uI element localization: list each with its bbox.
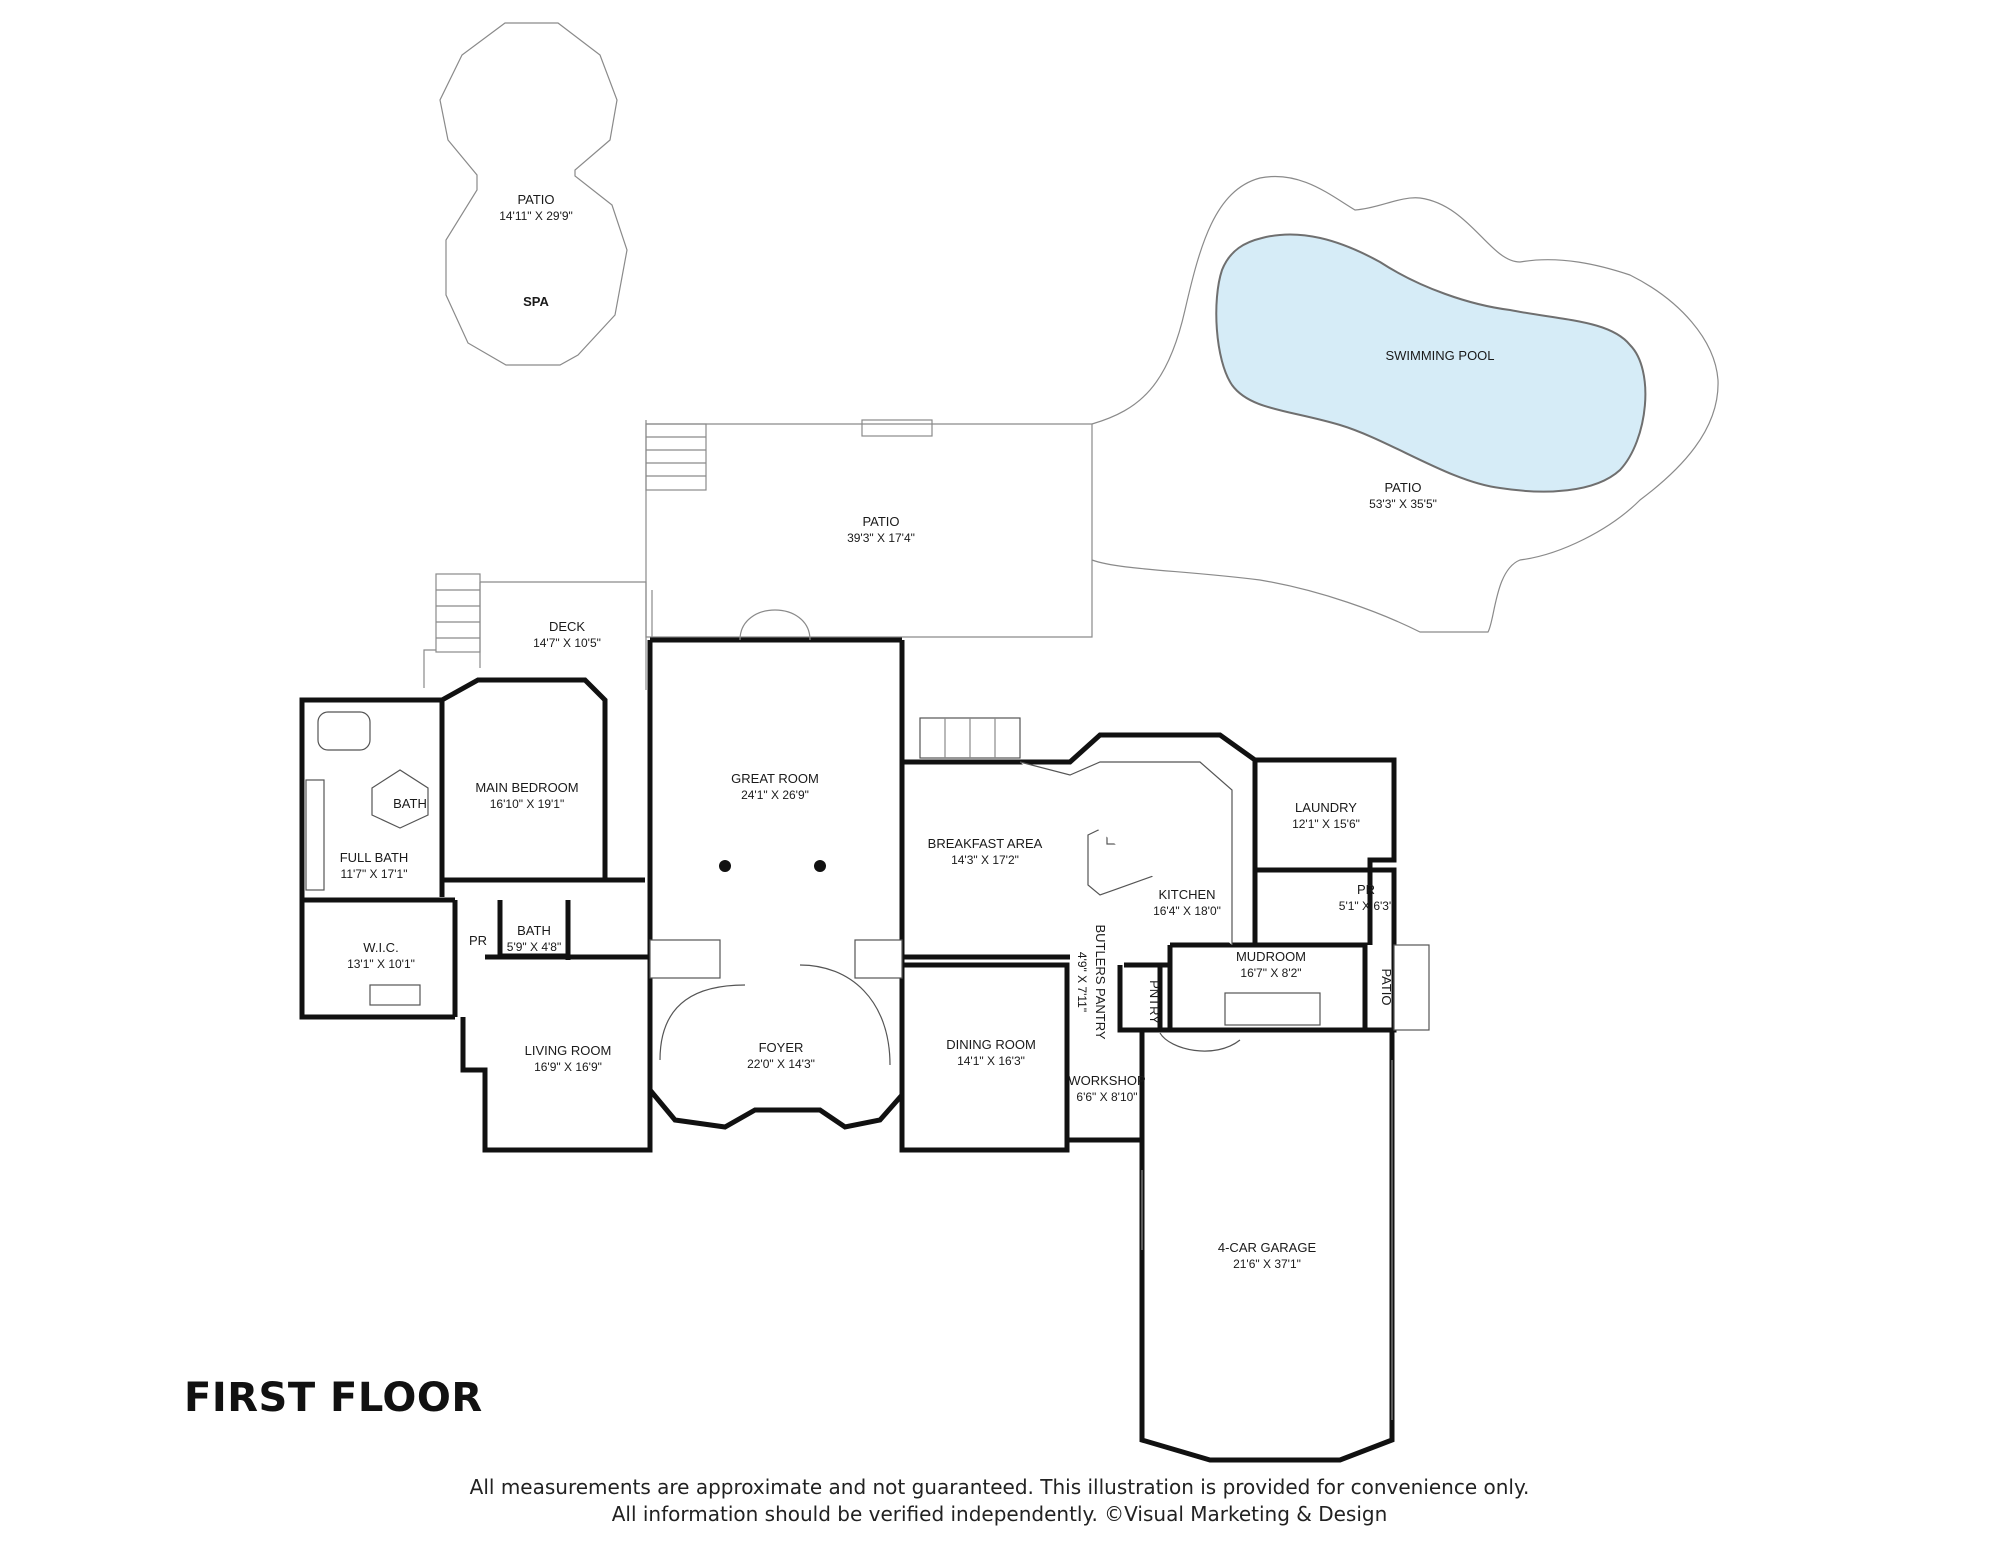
- dims-workshop: 6'6" X 8'10": [1076, 1090, 1137, 1104]
- label-workshop: WORKSHOP: [1068, 1073, 1145, 1088]
- dims-patio-main: 39'3" X 17'4": [847, 531, 915, 545]
- label-mudroom: MUDROOM: [1236, 949, 1306, 964]
- disclaimer-line-1: All measurements are approximate and not…: [469, 1475, 1530, 1499]
- label-kitchen: KITCHEN: [1158, 887, 1215, 902]
- outdoor-areas: [423, 22, 1719, 690]
- bathtub: [317, 711, 371, 751]
- walls: [299, 637, 1397, 1463]
- deck-outline: [480, 581, 647, 690]
- floor-title: FIRST FLOOR: [184, 1375, 483, 1421]
- label-laundry: LAUNDRY: [1295, 800, 1357, 815]
- label-bath-small: BATH: [517, 923, 551, 938]
- label-patio-pool: PATIO: [1384, 480, 1421, 495]
- closet-bench: [369, 984, 421, 1006]
- label-full-bath: FULL BATH: [340, 850, 409, 865]
- dims-butlers-pantry: 4'9" X 7'11": [1075, 952, 1089, 1012]
- dims-pr-right: 5'1" X 6'3": [1339, 899, 1393, 913]
- label-living-room: LIVING ROOM: [525, 1043, 612, 1058]
- dims-patio-spa: 14'11" X 29'9": [499, 209, 573, 223]
- dims-full-bath: 11'7" X 17'1": [341, 867, 408, 881]
- mudroom-bench: [1224, 992, 1321, 1026]
- vanity-left: [305, 779, 325, 891]
- side-patio-step: [1393, 944, 1430, 1031]
- label-patio-side: PATIO: [1379, 968, 1394, 1005]
- dims-kitchen: 16'4" X 18'0": [1153, 904, 1221, 918]
- interior-details: [305, 609, 1430, 1420]
- room-labels: PATIO 14'11" X 29'9" SPA SWIMMING POOL P…: [340, 192, 1495, 1271]
- stair-foyer-right: [854, 939, 903, 979]
- label-wic: W.I.C.: [363, 940, 398, 955]
- stair-foyer-left: [649, 939, 721, 979]
- disclaimer-line-2: All information should be verified indep…: [611, 1502, 1388, 1526]
- dims-great-room: 24'1" X 26'9": [741, 788, 809, 802]
- dims-main-bedroom: 16'10" X 19'1": [490, 797, 565, 811]
- pool-patio-outline: [1091, 176, 1719, 633]
- label-pr-right: PR: [1357, 882, 1375, 897]
- dims-deck: 14'7" X 10'5": [533, 636, 601, 650]
- deck-steps: [435, 573, 481, 653]
- dims-laundry: 12'1" X 15'6": [1292, 817, 1360, 831]
- label-main-bedroom: MAIN BEDROOM: [475, 780, 578, 795]
- spa-patio-outline: [439, 22, 628, 366]
- label-deck: DECK: [549, 619, 585, 634]
- patio-step-top: [861, 419, 933, 437]
- label-garage: 4-CAR GARAGE: [1218, 1240, 1317, 1255]
- label-foyer: FOYER: [759, 1040, 804, 1055]
- patio-steps-left: [645, 423, 707, 491]
- dims-foyer: 22'0" X 14'3": [747, 1057, 815, 1071]
- curved-stair-right: [799, 964, 891, 1066]
- main-patio-outline: [645, 420, 1093, 638]
- dims-wic: 13'1" X 10'1": [347, 957, 415, 971]
- label-bath-main: BATH: [393, 796, 427, 811]
- curved-stair-left: [659, 984, 746, 1061]
- shower-stall: [371, 769, 429, 829]
- dims-patio-pool: 53'3" X 35'5": [1369, 497, 1437, 511]
- label-great-room: GREAT ROOM: [731, 771, 819, 786]
- label-patio-spa: PATIO: [517, 192, 554, 207]
- label-spa: SPA: [523, 294, 549, 309]
- dims-bath-small: 5'9" X 4'8": [507, 940, 561, 954]
- dims-dining-room: 14'1" X 16'3": [957, 1054, 1025, 1068]
- label-pr-left: PR: [469, 933, 487, 948]
- dims-garage: 21'6" X 37'1": [1233, 1257, 1301, 1271]
- garage-door-arc: [1159, 1032, 1241, 1052]
- column-left: [719, 860, 731, 872]
- great-room-door-arc: [739, 609, 811, 641]
- label-breakfast-area: BREAKFAST AREA: [928, 836, 1043, 851]
- dims-living-room: 16'9" X 16'9": [534, 1060, 602, 1074]
- column-right: [814, 860, 826, 872]
- kitchen-counter: [1019, 761, 1233, 945]
- label-butlers-pantry: BUTLERS PANTRY: [1093, 924, 1108, 1039]
- dims-mudroom: 16'7" X 8'2": [1240, 966, 1301, 980]
- label-swimming-pool: SWIMMING POOL: [1385, 348, 1494, 363]
- label-pantry: PNTRY: [1147, 980, 1162, 1024]
- label-patio-main: PATIO: [862, 514, 899, 529]
- label-dining-room: DINING ROOM: [946, 1037, 1036, 1052]
- dims-breakfast-area: 14'3" X 17'2": [951, 853, 1019, 867]
- swimming-pool: [1215, 233, 1647, 493]
